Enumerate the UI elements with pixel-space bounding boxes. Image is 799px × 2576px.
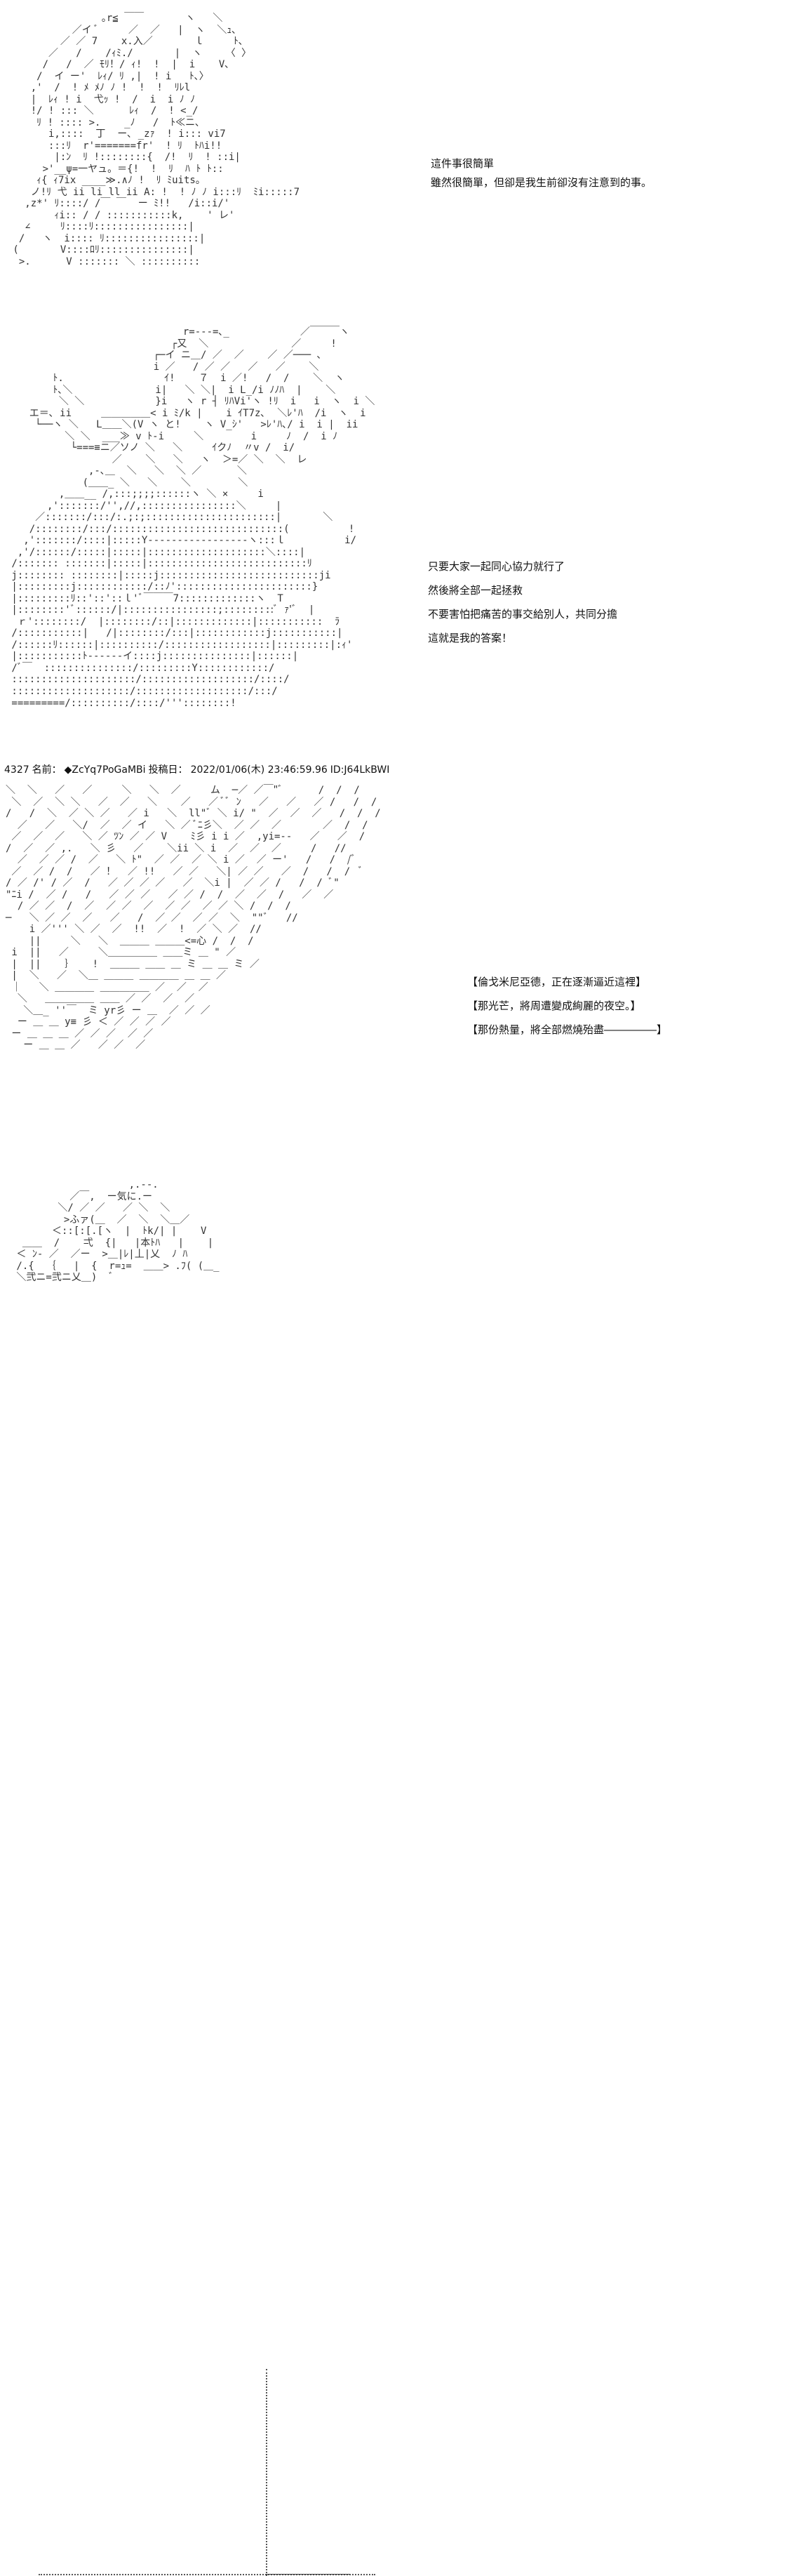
ascii-art-girl-portrait: ｡r≦ ￣￣ ヽ ＼ ／イ ﾞ ／ ／ | ヽ ＼ｭ､ ／ ／ 7 x.入／ ｌ… — [13, 13, 300, 267]
dialog-line: 這就是我的答案！ — [428, 632, 513, 644]
dialog-line: 【那份熱量，將全部燃燒殆盡―――――】 — [467, 1023, 668, 1036]
dialog-panel-1: 這件事很簡單 雖然很簡單，但卻是我生前卻沒有注意到的事。 — [431, 157, 652, 195]
ascii-art-small-figures: ,.--. ／￣, ー気に.ー ＼/ ／ ／ ／ ＼ ＼ >ふァ(＿ ／ ＼ ＼… — [11, 1179, 375, 2576]
dialog-panel-2: 只要大家一起同心協力就行了 然後將全部一起拯救 不要害怕把痛苦的事交給別人，共同… — [428, 560, 617, 656]
dialog-line: 【那光芒，將周遭變成絢麗的夜空。】 — [467, 1000, 641, 1012]
dialog-line: 這件事很簡單 — [431, 157, 495, 170]
dialog-panel-3: 【倫戈米尼亞德，正在逐漸逼近這裡】 【那光芒，將周遭變成絢麗的夜空。】 【那份熱… — [467, 976, 667, 1047]
post-id: ID:J64LkBWI — [330, 764, 390, 776]
ascii-art-girl-hand-raised: r=---=､_ ／￣￣￣ヽ ┌又 ＼ ／ ! ┌─イ ニ＿/ ／ ／ ／ ／─… — [11, 326, 375, 709]
post-date: 2022/01/06(木) 23:46:59.96 — [190, 764, 328, 776]
post-number: 4327 — [4, 764, 29, 776]
panel-frame-vertical — [266, 2369, 267, 2576]
ascii-art-light-rays: ＼ ＼ ／ ／ ＼ ＼ ／ ム ─／ ／￣"ﾞ / / / ＼ ／ ＼ ＼ ／ … — [6, 785, 381, 1051]
post-trip: ◆ZcYq7PoGaMBi — [64, 764, 146, 776]
post-date-label: 投稿日： — [148, 764, 188, 776]
panel-frame-baseline — [266, 2574, 350, 2575]
dialog-line: 不要害怕把痛苦的事交給別人，共同分擔 — [428, 608, 618, 620]
dialog-line: 只要大家一起同心協力就行了 — [428, 560, 565, 573]
dialog-line: 雖然很簡單，但卻是我生前卻沒有注意到的事。 — [431, 176, 652, 189]
post-name-label: 名前： — [32, 764, 62, 776]
dialog-line: 【倫戈米尼亞德，正在逐漸逼近這裡】 — [467, 976, 647, 988]
dialog-line: 然後將全部一起拯救 — [428, 584, 523, 597]
